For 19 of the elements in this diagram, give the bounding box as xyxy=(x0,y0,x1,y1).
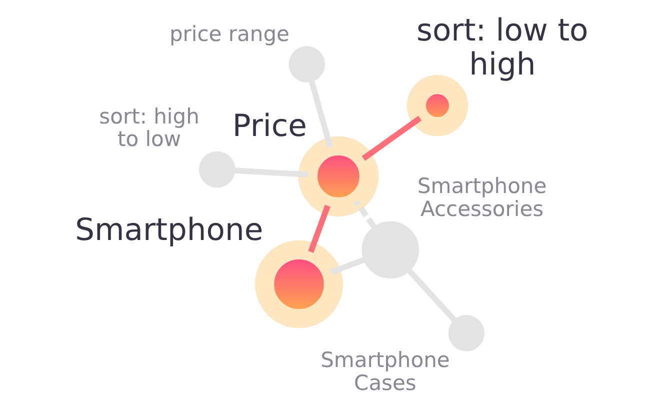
node-circle xyxy=(448,315,484,352)
node-circle xyxy=(406,75,468,136)
node-label: price range xyxy=(168,22,289,46)
node-label: Smartphone xyxy=(74,212,263,248)
connector xyxy=(361,116,422,161)
node-label: Smartphone Cases xyxy=(320,348,450,396)
connector xyxy=(234,168,308,178)
node-circle xyxy=(198,151,235,188)
node-label: sort: high to low xyxy=(98,104,199,152)
connector xyxy=(406,268,456,322)
node-label: sort: low to high xyxy=(416,13,588,83)
node-label: Smartphone Accessories xyxy=(416,174,546,222)
node-label: Price xyxy=(232,108,306,144)
node-circle xyxy=(298,136,378,216)
node-circle xyxy=(361,221,418,279)
connector xyxy=(354,200,376,228)
connector xyxy=(308,204,330,253)
node-circle xyxy=(288,46,324,82)
connector xyxy=(308,80,332,148)
